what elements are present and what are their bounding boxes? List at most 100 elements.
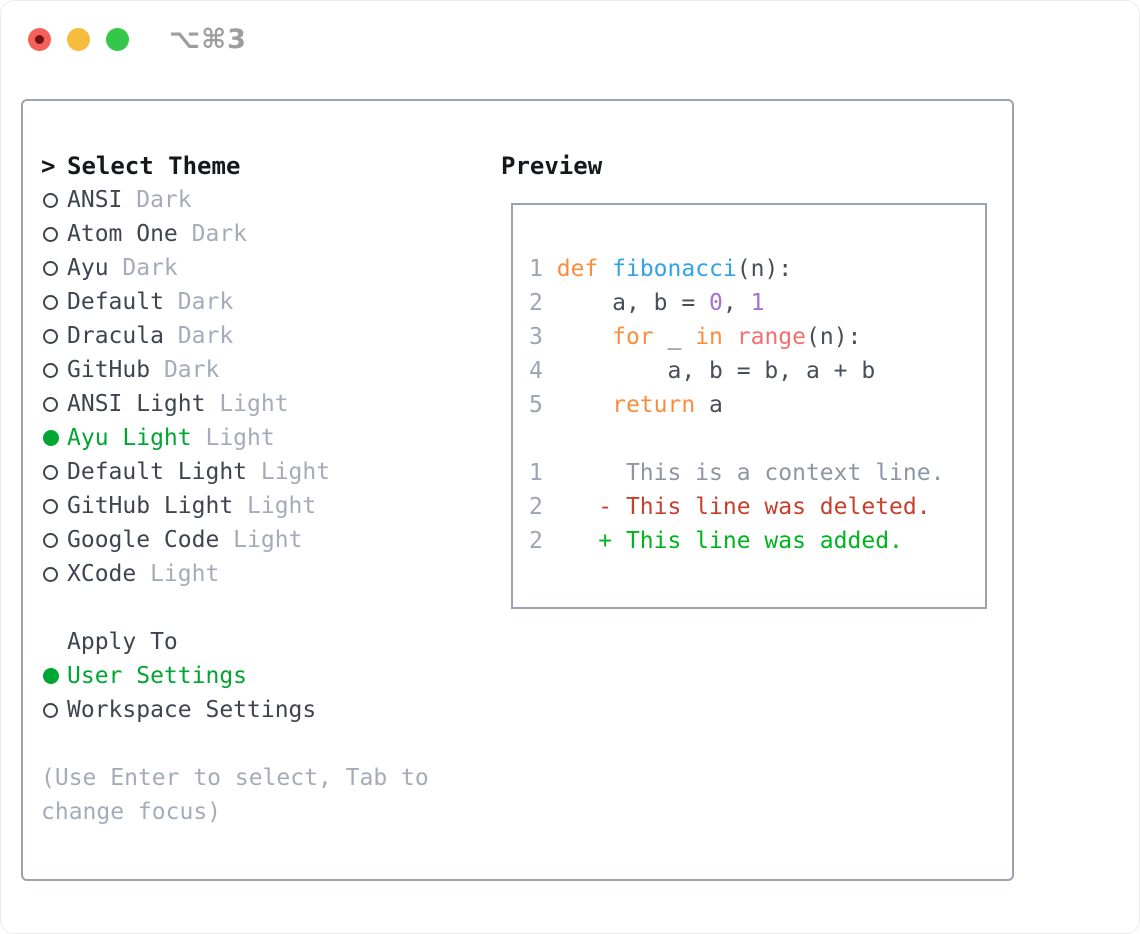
option-label: Ayu Light [67, 425, 192, 451]
variant-label: Light [205, 391, 289, 417]
apply-to-title: Apply To [67, 629, 178, 655]
zoom-button[interactable] [105, 28, 129, 51]
option-label: Google Code [67, 527, 220, 553]
code-token-deleted: - This line was deleted. [542, 494, 931, 520]
line-number: 2 [529, 528, 543, 554]
theme-option[interactable]: Ayu Light Light [41, 421, 491, 455]
theme-option[interactable]: Default Light Light [41, 455, 491, 489]
close-button[interactable] [28, 28, 51, 51]
radio-unselected-icon [43, 464, 58, 480]
variant-label: Light [247, 459, 331, 485]
hint-text: (Use Enter to select, Tab to [41, 765, 429, 791]
option-label: Ayu [67, 255, 109, 281]
code-token-code: , [722, 290, 751, 316]
option-label: Default Light [67, 459, 248, 485]
radio-unselected-icon [43, 226, 58, 242]
option-label: XCode [67, 561, 137, 587]
radio-cell [41, 328, 67, 344]
theme-option[interactable]: XCode Light [41, 557, 491, 591]
titlebar: ⌥⌘3 [1, 1, 1139, 77]
radio-cell [41, 498, 67, 514]
code-token-function: fibonacci [612, 256, 737, 282]
line-number [529, 426, 543, 452]
theme-option[interactable]: Ayu Dark [41, 251, 491, 285]
radio-cell [41, 464, 67, 480]
code-token-code: a, b = [542, 290, 710, 316]
option-label: Dracula [67, 323, 164, 349]
theme-option[interactable]: Atom One Dark [41, 217, 491, 251]
code-token-code: (n): [736, 256, 793, 282]
option-label: Workspace Settings [67, 697, 317, 723]
radio-cell [41, 702, 67, 718]
code-token-number: 1 [750, 290, 765, 316]
code-token-code [598, 256, 612, 282]
line-number: 2 [529, 290, 543, 316]
option-label: Default [67, 289, 164, 315]
code-token-builtin: range [736, 324, 807, 350]
variant-label: Light [219, 527, 303, 553]
radio-cell [41, 396, 67, 412]
theme-option[interactable]: ANSI Light Light [41, 387, 491, 421]
variant-label: Light [233, 493, 317, 519]
radio-cell [41, 566, 67, 582]
radio-cell [41, 226, 67, 242]
radio-cell [41, 192, 67, 208]
code-line: 4 a, b = b, a + b [529, 354, 985, 388]
code-token-code [723, 324, 737, 350]
theme-option[interactable]: ANSI Dark [41, 183, 491, 217]
code-line: 2 - This line was deleted. [529, 490, 985, 524]
radio-cell [41, 294, 67, 310]
code-token-keyword: def [556, 256, 599, 282]
radio-cell [41, 430, 67, 446]
radio-selected-icon [43, 430, 59, 446]
variant-label: Dark [122, 187, 192, 213]
radio-cell [41, 362, 67, 378]
radio-unselected-icon [43, 260, 58, 276]
section-gap [41, 591, 491, 625]
code-token-keyword: return [612, 392, 696, 418]
code-token-keyword: for [612, 324, 654, 350]
theme-option[interactable]: GitHub Dark [41, 353, 491, 387]
option-label: GitHub Light [67, 493, 234, 519]
radio-unselected-icon [43, 192, 58, 208]
radio-unselected-icon [43, 702, 58, 718]
prompt-caret: > [41, 152, 56, 180]
apply-to-option[interactable]: Workspace Settings [41, 693, 491, 727]
code-block: 1 def fibonacci(n): 2 a, b = 0, 1 3 for _ … [513, 205, 985, 607]
window-title: ⌥⌘3 [169, 24, 247, 55]
theme-option[interactable]: Google Code Light [41, 523, 491, 557]
code-token-keyword: in [695, 324, 723, 350]
theme-option[interactable]: Dracula Dark [41, 319, 491, 353]
radio-unselected-icon [43, 566, 58, 582]
line-number: 3 [529, 324, 543, 350]
code-line: 3 for _ in range(n): [529, 320, 985, 354]
theme-option[interactable]: GitHub Light Light [41, 489, 491, 523]
code-token-code [543, 324, 612, 350]
theme-option[interactable]: Default Dark [41, 285, 491, 319]
radio-unselected-icon [43, 294, 58, 310]
code-token-context: This is a context line. [542, 460, 945, 486]
line-number: 1 [529, 256, 543, 282]
radio-unselected-icon [43, 328, 58, 344]
code-line: 1 This is a context line. [529, 456, 985, 490]
option-label: GitHub [67, 357, 151, 383]
preview-box: 1 def fibonacci(n): 2 a, b = 0, 1 3 for _ … [511, 203, 987, 609]
apply-to-option[interactable]: User Settings [41, 659, 491, 693]
radio-cell [41, 668, 67, 684]
line-number: 1 [529, 460, 543, 486]
variant-label: Light [191, 425, 275, 451]
select-theme-header: > Select Theme [41, 149, 491, 183]
apply-to-header: Apply To [41, 625, 491, 659]
code-token-code: _ [653, 324, 696, 350]
code-token-number: 0 [709, 290, 723, 316]
minimize-button[interactable] [66, 28, 90, 51]
variant-label: Dark [163, 289, 234, 315]
code-token-added: + This line was added. [542, 528, 903, 554]
line-number: 5 [529, 392, 543, 418]
